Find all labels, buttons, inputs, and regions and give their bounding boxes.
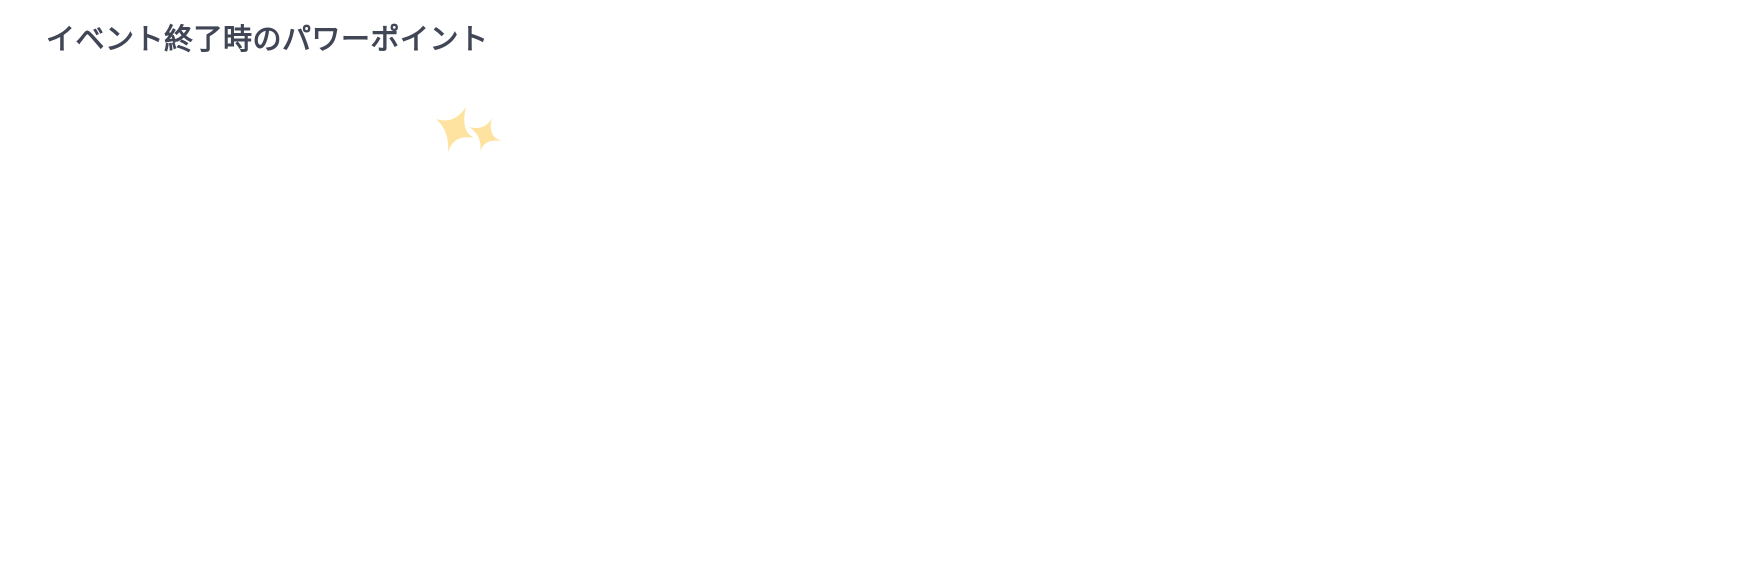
page-title: イベント終了時のパワーポイント — [46, 22, 489, 56]
sparkle-large-icon — [436, 107, 474, 153]
sparkles-icon — [436, 107, 512, 153]
sparkle-small-icon — [469, 118, 502, 153]
